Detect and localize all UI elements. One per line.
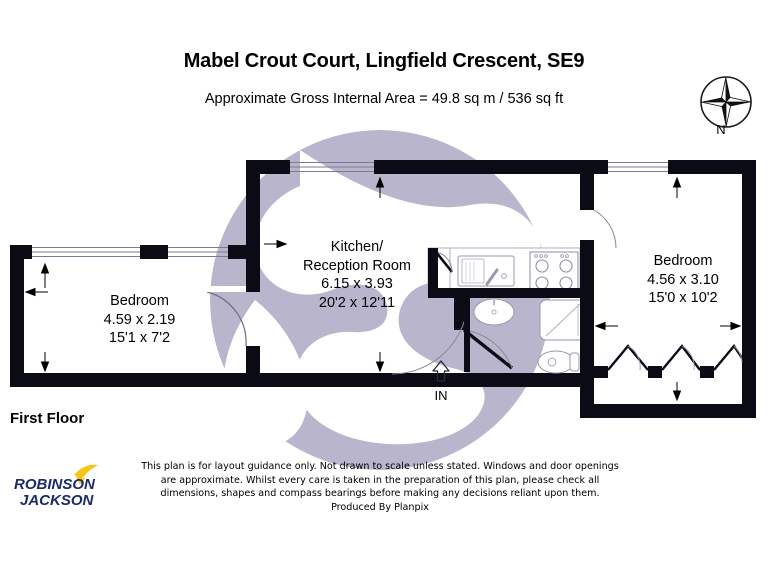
- room-label-kitchen-reception: Kitchen/ Reception Room 6.15 x 3.93 20'2…: [237, 238, 477, 312]
- dimension-arrow-kitchen: [264, 176, 385, 373]
- wall-left-bedroom-south: [10, 373, 246, 387]
- sink-plughole-icon: [501, 273, 507, 279]
- hob-icon: [529, 251, 579, 293]
- door-opening-right-bedroom: [594, 204, 616, 210]
- door-leaf-bathroom: [462, 328, 514, 370]
- room-name-bedroom-left: Bedroom: [110, 293, 169, 309]
- room-dimension-imperial-bedroom-left: 15'1 x 7'2: [108, 330, 171, 346]
- wall-bathroom-west-upper: [428, 248, 438, 294]
- door-leaf-hall: [464, 296, 470, 372]
- logo-text-line1: ROBINSON: [14, 476, 96, 493]
- wall-bathroom-north: [428, 288, 580, 298]
- room-bedroom-right: [580, 160, 756, 418]
- room-bathroom: [391, 248, 585, 387]
- basin-plughole-icon: [491, 309, 497, 315]
- up-arrow-icon: [432, 360, 450, 382]
- wall-right-bedroom-east: [742, 160, 756, 418]
- dimension-arrow-left-bedroom-horizontal: [24, 287, 48, 297]
- hob-burner-2: [559, 259, 573, 273]
- wall-right-bedroom-west-lower: [580, 240, 594, 418]
- bay-casement-1: [607, 344, 649, 371]
- room-label-bedroom-left: Bedroom 4.59 x 2.19 15'1 x 7'2: [52, 292, 227, 348]
- door-swing-bathroom: [463, 329, 513, 369]
- wall-corridor-connector: [206, 160, 260, 387]
- compass-rose-icon: [700, 76, 752, 128]
- room-kitchen-reception: [246, 160, 580, 387]
- bay-mullion-4: [742, 366, 756, 378]
- wall-kitchen-north-c: [428, 160, 580, 174]
- bay-window-right-bedroom: [594, 343, 756, 378]
- door-swing-left-bedroom: [206, 291, 247, 347]
- room-name-kitchen-line2: Reception Room: [303, 257, 411, 274]
- wall-bathroom-south-b: [516, 373, 580, 387]
- wall-left-bedroom-north-b: [140, 245, 168, 259]
- wall-kitchen-south-a: [246, 373, 468, 387]
- toilet-bowl-inner: [547, 357, 557, 367]
- bath-diagonal: [545, 303, 581, 337]
- gross-area-subtitle: Approximate Gross Internal Area = 49.8 s…: [204, 91, 564, 107]
- hob-knob-1: [534, 254, 538, 258]
- disclaimer-line-1: This plan is for layout guidance only. N…: [141, 461, 619, 472]
- wall-kitchen-north-b: [374, 160, 428, 174]
- kitchen-fixtures: [427, 247, 581, 293]
- wall-left-bedroom-west: [10, 245, 24, 387]
- logo-text-line2: JACKSON: [20, 492, 95, 509]
- bay-mullion-1: [594, 366, 608, 378]
- bay-swing-2: [681, 345, 695, 371]
- hob-knob-2: [539, 254, 543, 258]
- window-right-bedroom-north: [608, 162, 668, 172]
- room-name-kitchen-line1: Kitchen/: [330, 239, 384, 255]
- hob-knob-4: [560, 254, 564, 258]
- room-dimension-metric-bedroom-right: 4.56 x 3.10: [647, 271, 719, 288]
- hob-knob-3: [544, 254, 548, 258]
- dimension-arrow-right-bedroom: [594, 176, 742, 402]
- wall-right-bedroom-south: [580, 404, 756, 418]
- room-label-bedroom-right: Bedroom 4.56 x 3.10 15'0 x 10'2: [603, 252, 763, 308]
- sink-tap-icon: [485, 268, 499, 286]
- room-dimension-imperial-kitchen: 20'2 x 12'11: [318, 294, 396, 311]
- robinson-jackson-logo: ROBINSON JACKSON: [14, 464, 98, 509]
- room-dimension-metric-bedroom-left: 4.59 x 2.19: [103, 311, 176, 328]
- room-dimension-imperial-bedroom-right: 15'0 x 10'2: [648, 290, 718, 306]
- wall-kitchen-north-a: [246, 160, 290, 174]
- disclaimer-line-3: dimensions, shapes and compass bearings …: [160, 488, 600, 500]
- entrance-label: IN: [434, 388, 448, 403]
- wall-left-bedroom-north-c: [228, 245, 246, 259]
- room-name-bedroom-right: Bedroom: [653, 253, 713, 269]
- door-swing-right-bedroom: [593, 209, 617, 249]
- toilet-cistern-icon: [569, 352, 580, 372]
- bay-swing-1: [627, 345, 641, 371]
- dimension-arrow-left-bedroom-vertical: [40, 262, 50, 373]
- wall-bathroom-partition: [454, 294, 464, 330]
- wall-right-bedroom-north-b: [668, 160, 756, 174]
- bay-mullion-2: [648, 366, 662, 378]
- disclaimer-line-4: Produced By Planpix: [331, 501, 429, 513]
- window-left-bedroom-north-2: [168, 247, 228, 257]
- door-opening-left-bedroom: [207, 286, 246, 292]
- page-title: Mabel Crout Court, Lingfield Crescent, S…: [183, 50, 585, 72]
- bay-mullion-3: [700, 366, 714, 378]
- window-left-bedroom-north-1: [32, 247, 140, 257]
- wall-left-bedroom-north-a: [10, 245, 32, 259]
- hob-knob-5: [565, 254, 569, 258]
- compass-north-label: N: [716, 122, 726, 137]
- basin-icon: [473, 298, 515, 326]
- door-swing-kitchen: [435, 251, 453, 273]
- room-dimension-metric-kitchen: 6.15 x 3.93: [321, 276, 393, 292]
- door-leaf-kitchen: [434, 251, 454, 273]
- logo-swoosh-icon: [74, 464, 98, 485]
- wall-right-bedroom-west-upper: [580, 160, 594, 210]
- room-bedroom-left: [10, 245, 246, 387]
- wall-kitchen-west-upper: [246, 160, 260, 292]
- window-kitchen-north-1: [290, 162, 374, 172]
- wall-bathroom-south-a: [468, 373, 516, 387]
- disclaimer-text: This plan is for layout guidance only. N…: [120, 460, 640, 514]
- disclaimer-line-2: are approximate. Whilst every care is ta…: [160, 474, 600, 486]
- hob-burner-1: [535, 259, 549, 273]
- bay-swing-3: [733, 345, 743, 363]
- entrance-marker: IN: [424, 360, 458, 403]
- sink-drainer-icon: [461, 258, 485, 284]
- floor-caption: First Floor: [10, 410, 85, 427]
